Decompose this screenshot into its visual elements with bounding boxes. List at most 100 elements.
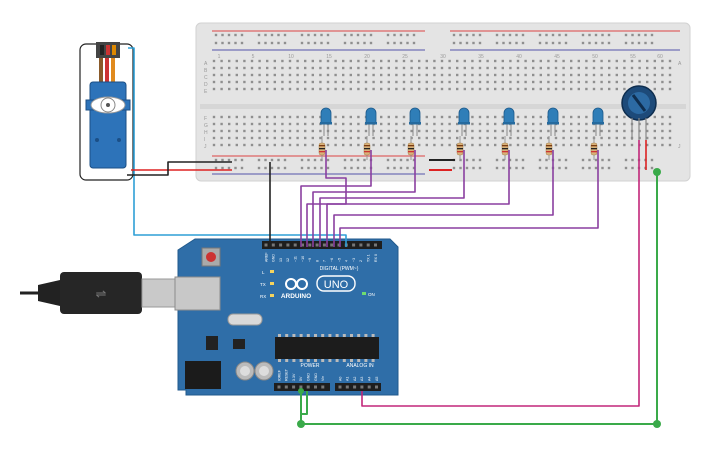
rail-hole [356, 158, 360, 162]
led[interactable] [365, 107, 377, 125]
header-pin[interactable] [284, 385, 288, 389]
header-pin[interactable] [322, 243, 326, 247]
potentiometer[interactable] [621, 85, 657, 140]
led[interactable] [458, 107, 470, 125]
header-pin[interactable] [292, 385, 296, 389]
breadboard-hole [433, 73, 436, 77]
header-pin[interactable] [374, 243, 377, 247]
breadboard-hole [509, 87, 512, 91]
reset-button-cap[interactable] [206, 252, 216, 262]
led[interactable] [320, 107, 332, 125]
header-pin[interactable] [330, 243, 334, 247]
header-pin[interactable] [299, 385, 303, 389]
header-pin[interactable] [360, 385, 364, 389]
breadboard-hole [395, 73, 398, 77]
header-pin[interactable] [353, 385, 357, 389]
header-pin[interactable] [315, 243, 319, 247]
wire-servo-ground[interactable] [127, 161, 232, 176]
analog-pin-label: A1 [346, 377, 350, 381]
header-pin[interactable] [277, 385, 281, 389]
breadboard-hole [258, 87, 261, 91]
breadboard-hole [539, 129, 542, 133]
wire-pot-signal[interactable] [361, 140, 640, 407]
led[interactable] [503, 107, 515, 125]
led[interactable] [592, 107, 604, 125]
digital-pin-label: AREF [264, 252, 268, 262]
header-pin[interactable] [279, 243, 283, 247]
rail-hole [227, 158, 231, 162]
header-pin[interactable] [367, 385, 371, 389]
breadboard-hole [212, 122, 216, 126]
servo-screw [117, 138, 121, 142]
rail-hole [521, 166, 525, 170]
breadboard-hole [463, 73, 466, 77]
header-pin[interactable] [286, 243, 290, 247]
breadboard-hole [577, 59, 580, 63]
servo-motor[interactable] [79, 42, 134, 181]
breadboard-hole [653, 66, 656, 70]
header-pin[interactable] [314, 385, 317, 389]
chip-pin [364, 359, 368, 362]
breadboard-hole [646, 59, 649, 63]
breadboard-hole [387, 143, 390, 147]
wire-green-loop[interactable] [300, 172, 658, 425]
breadboard-hole [456, 115, 459, 119]
analog-header [335, 383, 381, 391]
rail-hole [502, 158, 505, 162]
header-pin[interactable] [321, 385, 325, 389]
rail-hole [631, 158, 634, 162]
usb-cable: ⇌ [20, 272, 181, 314]
breadboard-hole [212, 115, 216, 119]
resistor-band [364, 151, 370, 153]
rail-hole [227, 41, 231, 45]
wire-led-6[interactable] [333, 150, 554, 247]
header-pin[interactable] [293, 243, 297, 247]
header-pin[interactable] [366, 243, 370, 247]
header-pin[interactable] [271, 243, 275, 247]
breadboard-hole [570, 129, 573, 133]
led[interactable] [409, 107, 421, 125]
wire-led-3[interactable] [312, 150, 416, 247]
header-pin[interactable] [308, 243, 312, 247]
breadboard-hole [646, 129, 649, 133]
header-pin[interactable] [345, 385, 349, 389]
breadboard-hole [266, 136, 269, 140]
rail-hole [399, 33, 403, 37]
rail-hole [283, 166, 287, 170]
header-pin[interactable] [306, 385, 310, 389]
header-pin[interactable] [337, 243, 341, 247]
digital-pin-label: TX 1 [367, 254, 371, 262]
logo-infinity-right [296, 278, 308, 290]
rail-hole [551, 33, 555, 37]
breadboard-hole [478, 136, 482, 140]
wire-led-4[interactable] [319, 150, 465, 247]
header-pin[interactable] [264, 243, 268, 247]
wire-servo-signal[interactable] [128, 47, 347, 247]
atmega-chip [275, 337, 379, 359]
header-pin[interactable] [359, 243, 363, 247]
header-pin[interactable] [352, 243, 356, 247]
header-pin[interactable] [301, 243, 304, 247]
digital-pin-label: GND [272, 254, 276, 262]
wire-led-1[interactable] [306, 150, 347, 247]
breadboard-hole [349, 80, 352, 84]
rail-hole [277, 158, 280, 162]
breadboard-hole [585, 136, 588, 140]
header-pin[interactable] [338, 385, 342, 389]
breadboard-hole [516, 87, 520, 91]
power-header-label: POWER [301, 363, 320, 369]
led-group [320, 107, 604, 136]
breadboard-hole [372, 143, 375, 147]
breadboard-hole [334, 59, 337, 63]
wire-green-5v[interactable] [301, 391, 308, 415]
wire-led-5[interactable] [326, 150, 510, 247]
rail-hole [307, 33, 310, 37]
wire-led-7[interactable] [339, 150, 599, 247]
wire-led-2[interactable] [300, 150, 372, 247]
breadboard-hole [326, 143, 330, 147]
breadboard-hole [547, 129, 550, 133]
breadboard-hole [212, 66, 216, 70]
header-pin[interactable] [375, 385, 378, 389]
led[interactable] [547, 107, 559, 125]
